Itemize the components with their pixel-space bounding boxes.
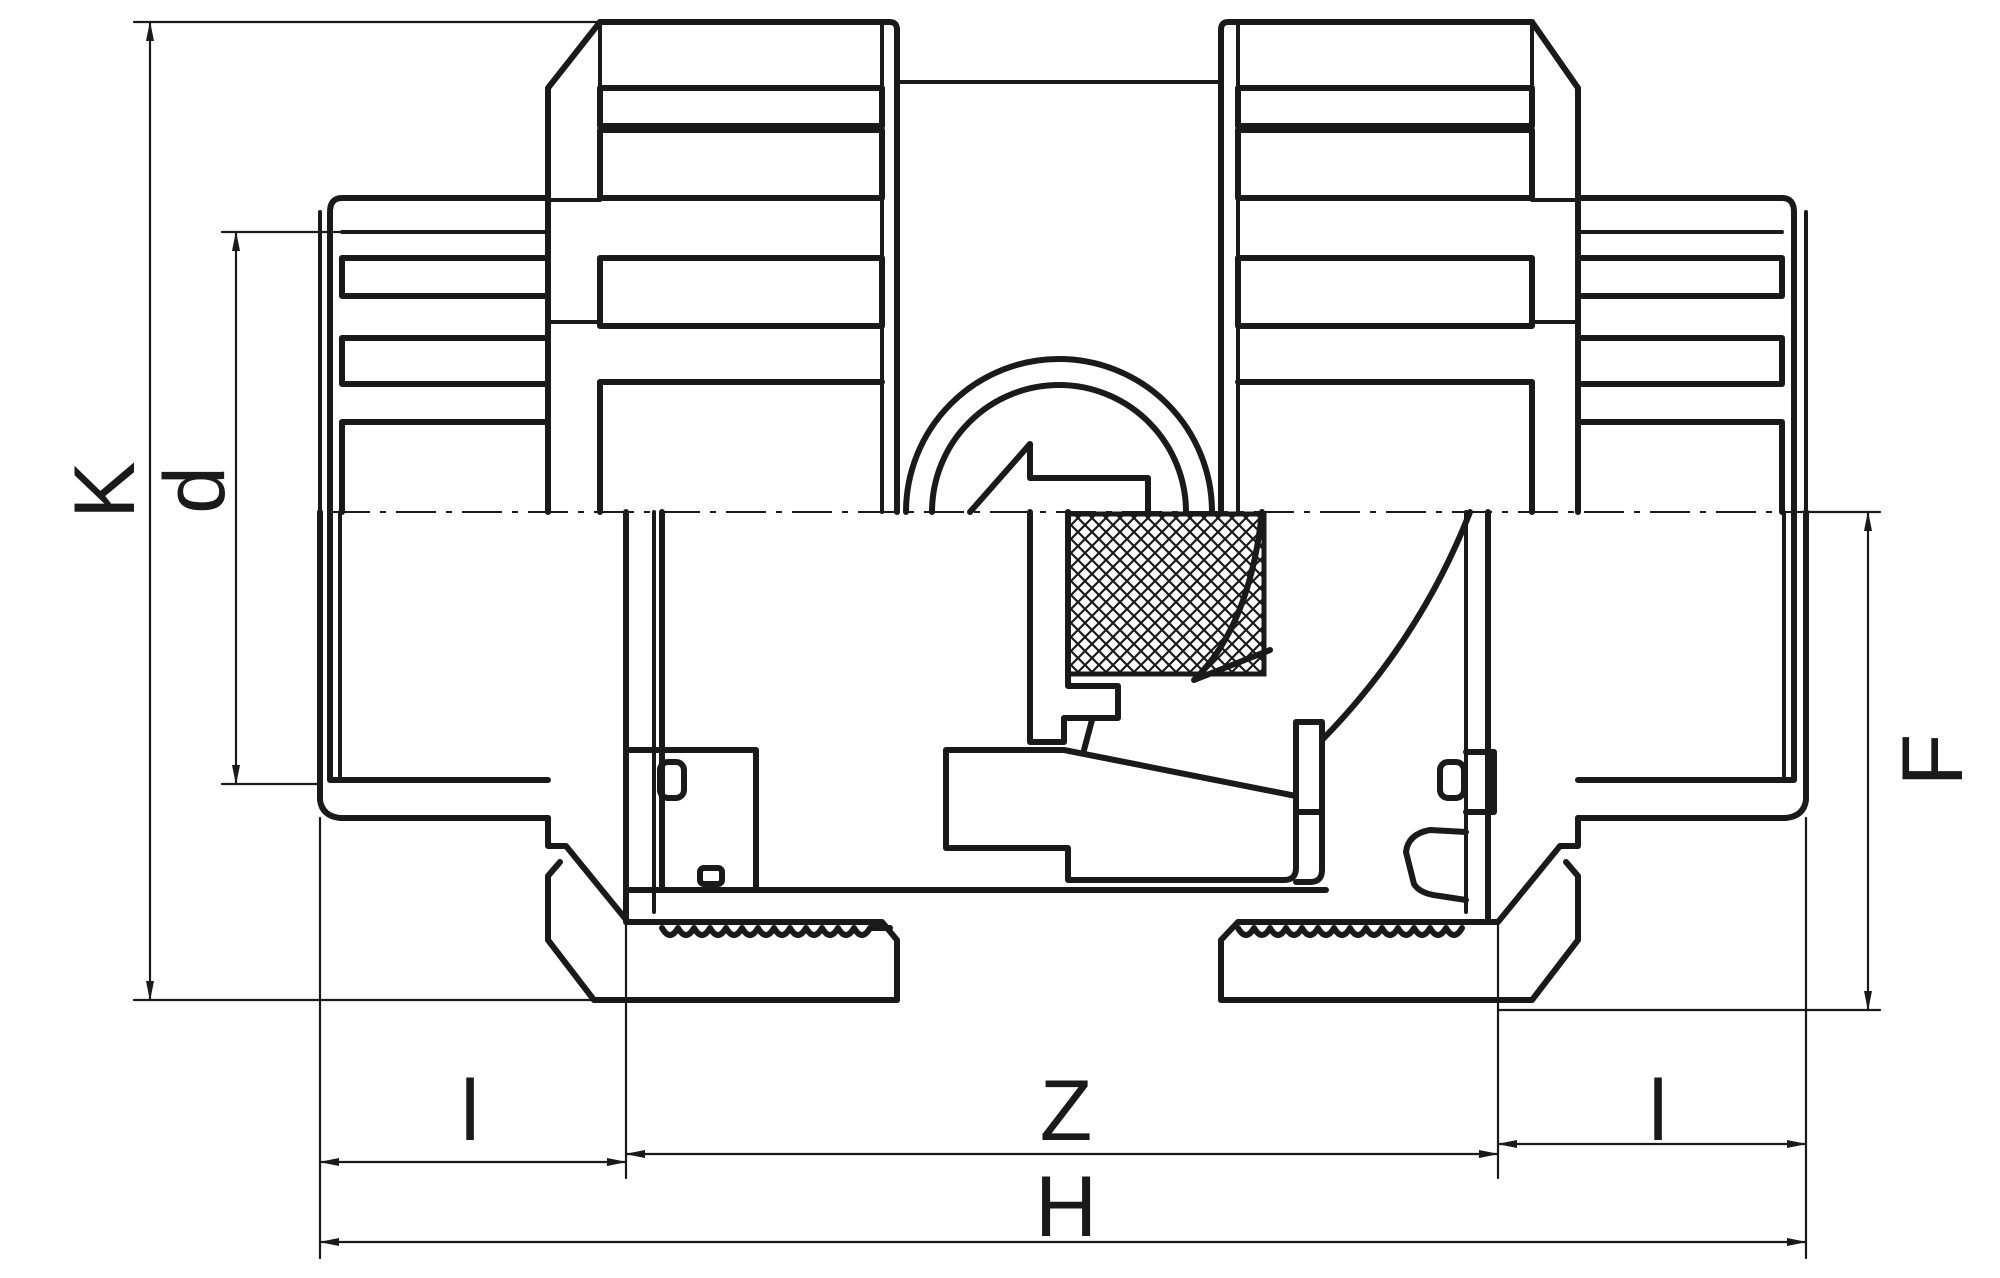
dimension-lines	[132, 20, 1882, 1260]
dim-label-l-right: l	[1648, 1063, 1667, 1159]
dim-label-d: d	[147, 466, 243, 514]
right-thread	[1235, 925, 1465, 938]
left-end-connector	[318, 195, 551, 515]
dim-label-z: Z	[1040, 1063, 1093, 1159]
flow-arrow-housing	[903, 356, 1215, 515]
lower-body-section	[317, 509, 1809, 1003]
dim-label-h: H	[1035, 1159, 1097, 1255]
dim-label-l-left: l	[460, 1063, 479, 1159]
left-thread	[659, 925, 893, 938]
left-union-nut	[545, 19, 900, 515]
right-union-nut	[1218, 19, 1581, 515]
dim-label-k: K	[57, 461, 153, 518]
right-end-connector	[1575, 195, 1808, 515]
dim-label-f: F	[1885, 734, 1981, 787]
